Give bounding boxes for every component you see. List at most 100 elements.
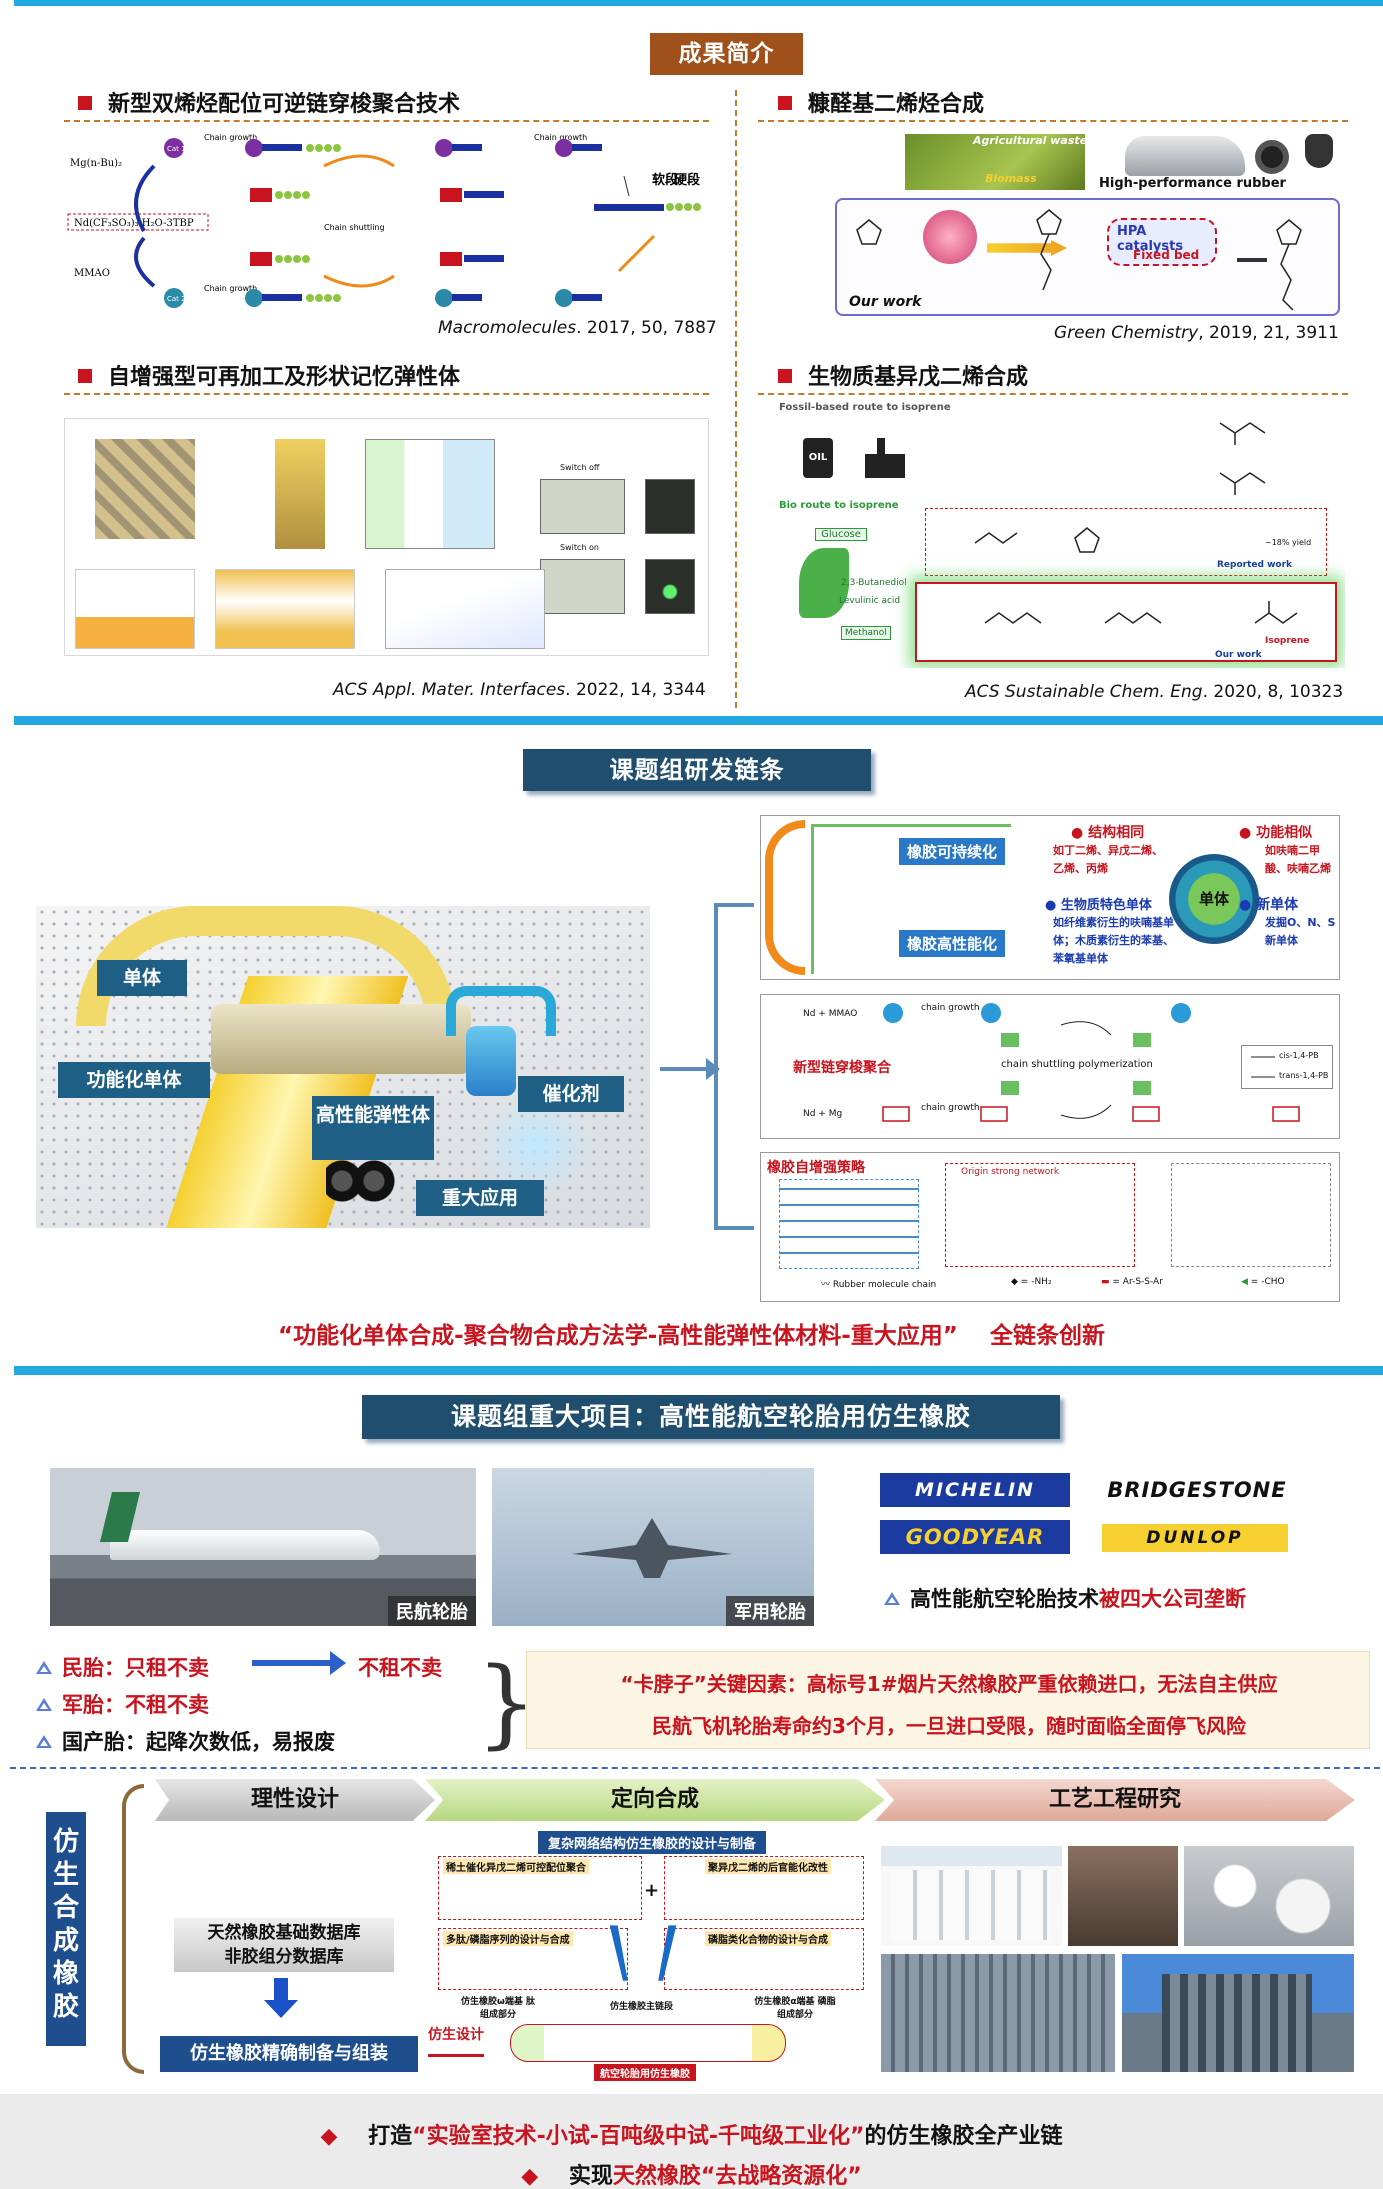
project-title: 课题组重大项目：高性能航空轮胎用仿生橡胶	[362, 1395, 1060, 1439]
origin-label: Origin strong network	[961, 1167, 1060, 1177]
panel-monomer: 橡胶可持续化 橡胶高性能化 单体 ● 结构相同 如丁二烯、异戊二烯、乙烯、丙烯 …	[760, 815, 1340, 980]
bio-monomer-text: 如纤维素衍生的呋喃基单体；木质素衍生的苯基、苯氧基单体	[1053, 916, 1174, 965]
welding-diagram	[75, 569, 195, 649]
q4-title: 生物质基异戊二烯合成	[778, 359, 1028, 391]
func-sim-text: 如呋喃二甲酸、呋喃乙烯	[1265, 844, 1331, 875]
switch-off-photo	[540, 479, 625, 534]
cis-label: cis-1,4-PB	[1279, 1051, 1319, 1060]
led-off-photo	[645, 479, 695, 534]
step-process: 工艺工程研究	[875, 1779, 1355, 1821]
top-divider-bar	[14, 0, 1383, 6]
project-divider-bar	[14, 1366, 1383, 1375]
scheme-title: 复杂网络结构仿生橡胶的设计与制备	[538, 1831, 767, 1854]
tensile-chart	[385, 569, 545, 649]
q1-citation: Macromolecules. 2017, 50, 7887	[438, 318, 717, 338]
tire-graphic	[765, 820, 805, 975]
q2-underline	[758, 120, 1348, 122]
q1-underline	[64, 120, 709, 122]
q2-figure: Agricultural waste Biomass High-performa…	[835, 128, 1345, 320]
cat2-a: Cat 2	[167, 295, 186, 303]
civil-tire-policy: 民胎：只租不卖	[36, 1652, 209, 1682]
s1-label: 稀土催化异戊二烯可控配位聚合	[443, 1859, 589, 1874]
shuttle-title: 新型链穿梭聚合	[793, 1060, 891, 1076]
label-monomer: 单体	[97, 960, 187, 996]
military-plane-photo: 军用轮胎	[492, 1468, 814, 1626]
bottleneck-box: “卡脖子”关键因素：高标号1#烟片天然橡胶严重依赖进口，无法自主供应 民航飞机轮…	[526, 1651, 1370, 1749]
footer-band	[0, 2094, 1383, 2189]
database-box: 天然橡胶基础数据库 非胶组分数据库	[174, 1918, 394, 1972]
network-mid	[945, 1163, 1135, 1267]
panel-shuttle: 新型链穿梭聚合 Nd + MMAO Nd + Mg chain shuttlin…	[760, 994, 1340, 1139]
bionic-bracket	[122, 1784, 144, 2074]
s8-label: 航空轮胎用仿生橡胶	[594, 2064, 696, 2081]
q2-citation: Green Chemistry, 2019, 21, 3911	[1054, 323, 1339, 343]
footer-line-1: ◆ 打造“实验室技术-小试-百吨级中试-千吨级工业化”的仿生橡胶全产业链	[320, 2124, 1063, 2149]
s7-label: 仿生橡胶α端基 磷脂组成部分	[754, 1997, 836, 2020]
scheme-plus: +	[644, 1880, 660, 1901]
rubber-label: High-performance rubber	[1099, 176, 1286, 191]
pattern-photo	[275, 439, 325, 549]
yield-label: ~18% yield	[1265, 538, 1312, 547]
scheme-product	[510, 2024, 786, 2062]
water-jug	[466, 1026, 516, 1096]
oil-barrel: OIL	[803, 438, 833, 478]
network-right	[1171, 1163, 1331, 1267]
trans-label: trans-1,4-PB	[1279, 1071, 1329, 1080]
bio-monomer-title: ● 生物质特色单体	[1045, 898, 1152, 913]
biomass-photo	[905, 134, 1085, 190]
db-down-arrow	[274, 1978, 288, 2002]
nd-mg: Nd + Mg	[803, 1109, 843, 1119]
new-monomer-text: 发掘O、N、S新单体	[1265, 916, 1336, 947]
flask-pink	[923, 210, 977, 264]
nd-mmao: Nd + MMAO	[803, 1009, 858, 1019]
legend-rubber: 〰 Rubber molecule chain	[821, 1280, 937, 1290]
civil-result: 不租不卖	[358, 1656, 442, 1680]
precise-prep-box: 仿生橡胶精确制备与组装	[160, 2036, 418, 2072]
flask-icon	[1305, 134, 1333, 168]
sustain-label: 橡胶可持续化	[899, 838, 1006, 865]
fossil-route-label: Fossil-based route to isoprene	[779, 402, 951, 413]
machine	[211, 1004, 471, 1074]
step-directed: 定向合成	[425, 1779, 885, 1821]
agri-waste-label: Agricultural waste	[973, 134, 1088, 147]
military-policy: 军胎：不租不卖	[36, 1689, 209, 1719]
s6-label: 仿生橡胶主链段	[610, 2002, 674, 2012]
biomass-label: Biomass	[985, 172, 1037, 185]
s3-label: 多肽/磷脂序列的设计与合成	[443, 1931, 573, 1946]
switch-on-label: Switch on	[560, 543, 599, 552]
diamond-icon: ◆	[521, 2164, 539, 2189]
fixed-bed-label: Fixed bed	[1133, 248, 1200, 262]
isoprene-structures	[974, 422, 1298, 624]
quad-divider	[735, 90, 737, 708]
shuttle-label: Chain shuttling	[324, 223, 385, 232]
mg-label: Mg(n-Bu)₂	[70, 158, 122, 169]
car-photo	[1125, 136, 1245, 176]
shuttle-diagram	[882, 1003, 1300, 1122]
label-application: 重大应用	[416, 1180, 544, 1216]
s4-label: 磷脂类化合物的设计与合成	[705, 1931, 831, 1946]
plant-tower	[1162, 1974, 1312, 2072]
diamond-icon: ◆	[320, 2124, 338, 2149]
shape-memory-photo	[95, 439, 195, 539]
legend-cho: ◀ = -CHO	[1241, 1277, 1285, 1287]
process-photo-4	[881, 1954, 1115, 2072]
bionic-vertical-label: 仿 生 合 成 橡 胶	[46, 1812, 86, 2046]
glucose-box: Glucose	[815, 528, 867, 541]
blue-tube	[446, 986, 556, 1036]
reported-box	[925, 508, 1327, 576]
jet	[572, 1518, 732, 1578]
step-rational: 理性设计	[155, 1779, 435, 1821]
new-monomer-title: ● 新单体	[1239, 897, 1299, 913]
triangle-icon	[36, 1735, 52, 1748]
our-work-label: Our work	[849, 294, 922, 310]
db-down-arrowhead	[264, 2000, 298, 2018]
q4-underline	[758, 393, 1348, 395]
cg-3: Chain growth	[534, 133, 587, 142]
nd-label: Nd(CF₃SO₃)₃·H₂O-3TBP	[74, 218, 194, 229]
label-hp-elastomer: 高性能弹性体	[312, 1096, 434, 1160]
label-func-monomer: 功能化单体	[58, 1062, 210, 1098]
label-catalyst: 催化剂	[518, 1076, 624, 1112]
bridgestone-logo: BRIDGESTONE	[1107, 1478, 1287, 1502]
chain-divider-bar	[14, 716, 1383, 725]
policy-arrowhead	[330, 1651, 346, 1675]
